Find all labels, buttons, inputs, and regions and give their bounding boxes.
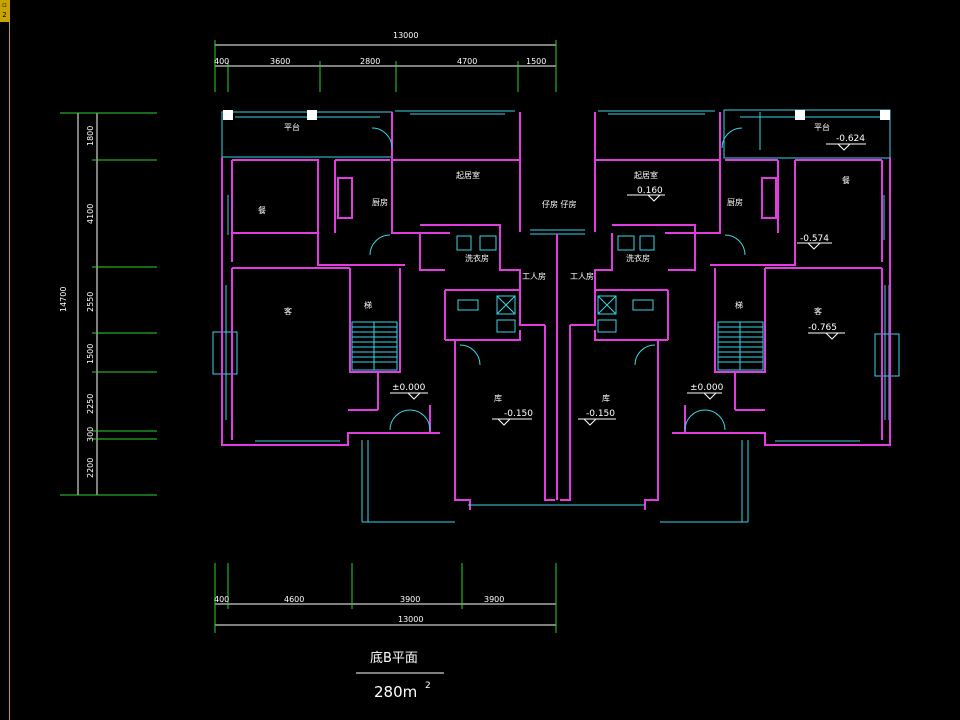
level-dining-right: -0.574 — [800, 234, 829, 244]
door-swing — [634, 344, 656, 366]
washer — [639, 235, 655, 251]
label-worker-left: 工人房 — [522, 271, 546, 281]
label-worker-right: 工人房 — [570, 271, 594, 281]
dim-top-5: 1500 — [526, 57, 546, 66]
level-platform-right: -0.624 — [836, 134, 865, 144]
bay-window-left — [212, 331, 238, 375]
label-kitchen-right: 厨房 — [727, 197, 743, 207]
column-marker — [880, 110, 890, 120]
stair-left — [351, 321, 398, 371]
stair-right — [717, 321, 764, 371]
platform-right-frame — [723, 109, 891, 159]
kitchen-counter — [337, 177, 353, 219]
dim-left-2: 4100 — [86, 204, 95, 224]
level-entry-right: ±0.000 — [690, 383, 724, 393]
drawing-title-block: 底B平面 280m 2 — [356, 650, 444, 701]
toilet — [496, 319, 516, 333]
level-marks: 0.160 -0.624 -0.574 -0.765 ±0.000 ±0.000… — [390, 134, 866, 426]
dim-top-4: 4700 — [457, 57, 477, 66]
sink — [457, 299, 479, 311]
label-garage-right: 库 — [602, 393, 610, 403]
door-swing — [459, 344, 481, 366]
dim-left-1: 1800 — [86, 126, 95, 146]
left-unit — [212, 110, 555, 523]
dim-left-4: 1500 — [86, 344, 95, 364]
drawing-title: 底B平面 — [370, 650, 418, 666]
washer — [479, 235, 497, 251]
washer — [617, 235, 635, 251]
viewport-left-border — [9, 0, 10, 720]
door-swing — [704, 409, 726, 431]
dim-left-5: 2250 — [86, 394, 95, 414]
dim-top-total: 13000 — [393, 31, 418, 40]
column-marker — [223, 110, 233, 120]
kitchen-counter — [761, 177, 777, 219]
drawing-area-sup: 2 — [425, 681, 431, 691]
label-kitchen-left: 厨房 — [372, 197, 388, 207]
label-dining-right: 餐 — [842, 176, 850, 185]
label-living-left: 起居室 — [456, 170, 480, 180]
label-shared: 仔房 仔房 — [542, 199, 577, 209]
label-laundry-right: 洗衣房 — [626, 253, 650, 263]
dim-left-6: 300 — [86, 427, 95, 442]
sink — [632, 299, 654, 311]
door-swing — [721, 127, 743, 149]
shower — [597, 295, 617, 315]
left-dimension-chain: 14700 1800 4100 2550 1500 2250 300 2200 — [59, 112, 157, 496]
door-swing — [369, 234, 391, 256]
dim-top-2: 3600 — [270, 57, 290, 66]
label-dining-left: 餐 — [258, 206, 266, 215]
level-living-right: 0.160 — [637, 186, 663, 196]
label-garage-left: 库 — [494, 393, 502, 403]
door-swing — [371, 127, 393, 149]
dim-bottom-total: 13000 — [398, 615, 423, 624]
column-marker — [307, 110, 317, 120]
label-hall-left: 客 — [284, 306, 292, 316]
label-stair-left: 梯 — [364, 300, 372, 310]
dim-left-7: 2200 — [86, 458, 95, 478]
dim-left-total: 14700 — [59, 287, 68, 312]
dim-bottom-1: 400 — [214, 595, 229, 604]
shower — [496, 295, 516, 315]
door-swing — [684, 409, 706, 431]
label-hall-right: 客 — [814, 306, 822, 316]
washer — [456, 235, 472, 251]
dim-top-3: 2800 — [360, 57, 380, 66]
door-swing — [724, 234, 746, 256]
level-garage-left: -0.150 — [504, 409, 533, 419]
dim-bottom-2: 4600 — [284, 595, 304, 604]
drawing-area: 280m — [374, 683, 417, 701]
label-platform-right: 平台 — [814, 122, 830, 132]
column-marker — [795, 110, 805, 120]
label-platform-left: 平台 — [284, 122, 300, 132]
dim-bottom-4: 3900 — [484, 595, 504, 604]
door-swing — [389, 409, 411, 431]
label-stair-right: 梯 — [735, 300, 743, 310]
level-garage-right: -0.150 — [586, 409, 615, 419]
level-entry-left: ±0.000 — [392, 383, 426, 393]
level-hall-right: -0.765 — [808, 323, 837, 333]
label-laundry-left: 洗衣房 — [465, 253, 489, 263]
dim-left-3: 2550 — [86, 292, 95, 312]
door-swing — [409, 409, 431, 431]
right-unit — [560, 109, 900, 523]
dim-bottom-3: 3900 — [400, 595, 420, 604]
label-living-right: 起居室 — [634, 170, 658, 180]
bay-window-right — [874, 333, 900, 377]
toilet — [597, 319, 617, 333]
room-labels: 平台 平台 起居室 起居室 厨房 厨房 餐 餐 仔房 仔房 洗衣房 洗衣房 工人… — [258, 122, 850, 403]
dim-top-1: 400 — [214, 57, 229, 66]
bottom-dimension-chain: 400 4600 3900 3900 13000 — [214, 563, 557, 633]
central-core — [468, 229, 645, 506]
top-dimension-chain: 13000 400 3600 2800 4700 1500 — [214, 31, 557, 92]
